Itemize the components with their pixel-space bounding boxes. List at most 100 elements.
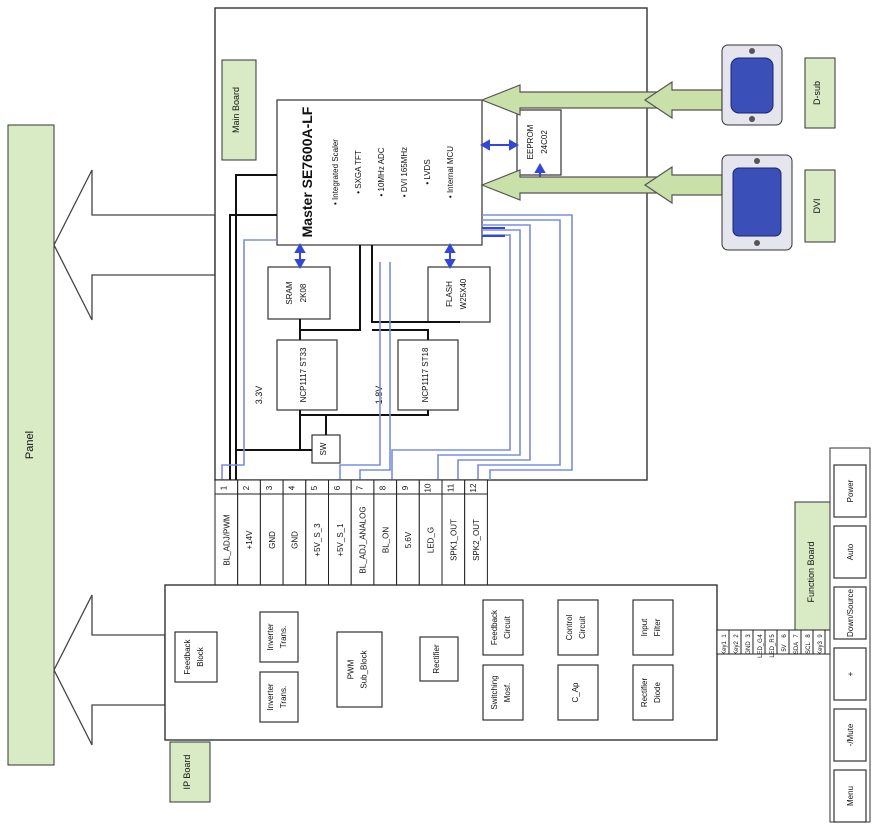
pin-signal: BL_ADJ/PWM [222, 514, 231, 565]
ip-block-rectifier: Rectifier [419, 636, 459, 682]
fb-key-2[interactable]: + [833, 647, 867, 701]
ip-block-label-2: Block [196, 646, 205, 667]
fb-pin-signal: SDA [794, 642, 800, 654]
ip-block-label-1: Switching [490, 675, 499, 709]
ip-block-label-1: Control [565, 614, 574, 640]
pin-signal: BL_ON [381, 527, 390, 553]
master-chip-title: Master SE7600A-LF [299, 106, 315, 237]
dsub-label: D-sub [812, 81, 822, 105]
master-chip-feature: • Internal MCU [446, 146, 455, 198]
fb-key-3[interactable]: Down/Source [833, 586, 867, 640]
pin-signal: BL_ADJ_ANALOG [359, 506, 368, 573]
dvi-connector-icon [721, 154, 793, 251]
dvi-label-box: DVI [804, 169, 836, 243]
fb-key-4[interactable]: Auto [833, 525, 867, 579]
master-chip: Master SE7600A-LF • Integrated Scaler• S… [276, 99, 483, 246]
fb-pin-number: 3 [746, 634, 752, 638]
dsub-connector-arrow [643, 80, 723, 120]
ip-block-label-1: Feedback [490, 609, 499, 645]
fb-pin-signal: LED_G [758, 638, 764, 658]
eeprom-chip: EEPROM 24C02 [516, 109, 562, 176]
panel: Panel [7, 124, 55, 766]
ip-block-label-1: Input [640, 618, 649, 637]
dsub-connector-icon [721, 44, 783, 126]
sram-line1: SRAM [285, 281, 294, 304]
pin-signal: GND [290, 531, 299, 549]
pin-number: 11 [446, 483, 455, 492]
fb-pin-number: 2 [734, 634, 740, 638]
master-chip-feature: • Integrated Scaler [331, 139, 340, 205]
ip-block-label-2: Trans. [279, 626, 288, 648]
pin-number: 1 [219, 485, 228, 490]
fb-key-5[interactable]: Power [833, 464, 867, 518]
pin-number: 8 [378, 485, 387, 490]
fb-pin-signal: Key2 [734, 641, 740, 655]
fb-key-label: Auto [846, 543, 855, 560]
fb-pin-number: 8 [806, 634, 812, 638]
pin-header-table: 1BL_ADJ/PWM2+14V3GND4GND5+5V_S_36+5V_S_1… [214, 479, 488, 587]
pin-number: 4 [287, 485, 296, 490]
ip-block-pwm-sub-block: PWM Sub_Block [336, 631, 383, 708]
ip-block-label-1: Inverter [266, 683, 275, 710]
ip-block-label-2: Mosf. [503, 683, 512, 703]
fb-key-label: -/Mute [846, 723, 855, 746]
fb-key-label: + [846, 671, 855, 676]
flash-line1: FLASH [445, 281, 454, 307]
fb-pin-number: 4 [758, 634, 764, 638]
switch-block: SW [311, 434, 341, 464]
flash-chip: FLASH W25X40 [427, 266, 491, 323]
fb-pin-signal: LED_R [770, 638, 776, 658]
regulator-3v3: NCP1117 ST33 3.3V [254, 339, 338, 411]
panel-label: Panel [24, 431, 36, 459]
fb-pin-signal: Key1 [722, 641, 728, 655]
fb-pin-number: 9 [818, 634, 824, 638]
pin-number: 7 [356, 485, 365, 490]
function-board: Function Board [794, 501, 834, 643]
regulator-3v3-label: NCP1117 ST33 [299, 347, 308, 402]
pin-number: 12 [469, 483, 478, 492]
switch-label: SW [319, 442, 328, 455]
pin-signal: +5V_S_3 [313, 523, 322, 557]
power-lines [229, 174, 460, 480]
pin-number: 10 [424, 483, 433, 492]
pin-number: 9 [401, 485, 410, 490]
ip-board: IP Board [164, 584, 718, 803]
pin-signal: SPK2_OUT [472, 519, 481, 561]
fb-key-0[interactable]: Menu [833, 769, 867, 823]
regulator-1v8-label: NCP1117 ST18 [421, 347, 430, 402]
dvi-connector-arrow [643, 165, 723, 205]
pin-number: 3 [265, 485, 274, 490]
pin-signal: GND [268, 531, 277, 549]
rail-1v8-label: 1.8V [374, 386, 384, 405]
ip-block-label-1: PWM [347, 659, 356, 679]
ip-block-label-2: Sub_Block [360, 649, 369, 688]
fb-pin-number: 6 [782, 634, 788, 638]
fb-pin-signal: SCL [806, 642, 812, 654]
flash-line2: W25X40 [459, 278, 468, 309]
master-chip-feature: • DVI 165MHz [400, 147, 409, 197]
pin-signal: SPK1_OUT [449, 519, 458, 561]
fb-key-label: Power [846, 479, 855, 502]
eeprom-line2: 24C02 [540, 130, 549, 154]
fb-key-label: Down/Source [846, 588, 855, 637]
ip-to-panel-arrow [53, 594, 166, 746]
ip-block-label-2: Filter [653, 618, 662, 636]
fb-key-label: Menu [846, 786, 855, 806]
dsub-label-box: D-sub [804, 57, 836, 129]
fb-pin-signal: Key3 [818, 641, 824, 655]
master-chip-feature: • 10MHz ADC [377, 147, 386, 196]
ip-block-input-filter: Input Filter [632, 599, 674, 656]
pin-number: 5 [310, 485, 319, 490]
ip-block-label-2: Circuit [578, 615, 587, 638]
pin-signal: LED_G [427, 527, 436, 553]
pin-number: 6 [333, 485, 342, 490]
ip-block-label: C_Ap [571, 682, 580, 703]
fb-key-1[interactable]: -/Mute [833, 708, 867, 762]
sram-line2: 2K08 [299, 283, 308, 302]
main-board-label: Main Board [231, 87, 241, 133]
